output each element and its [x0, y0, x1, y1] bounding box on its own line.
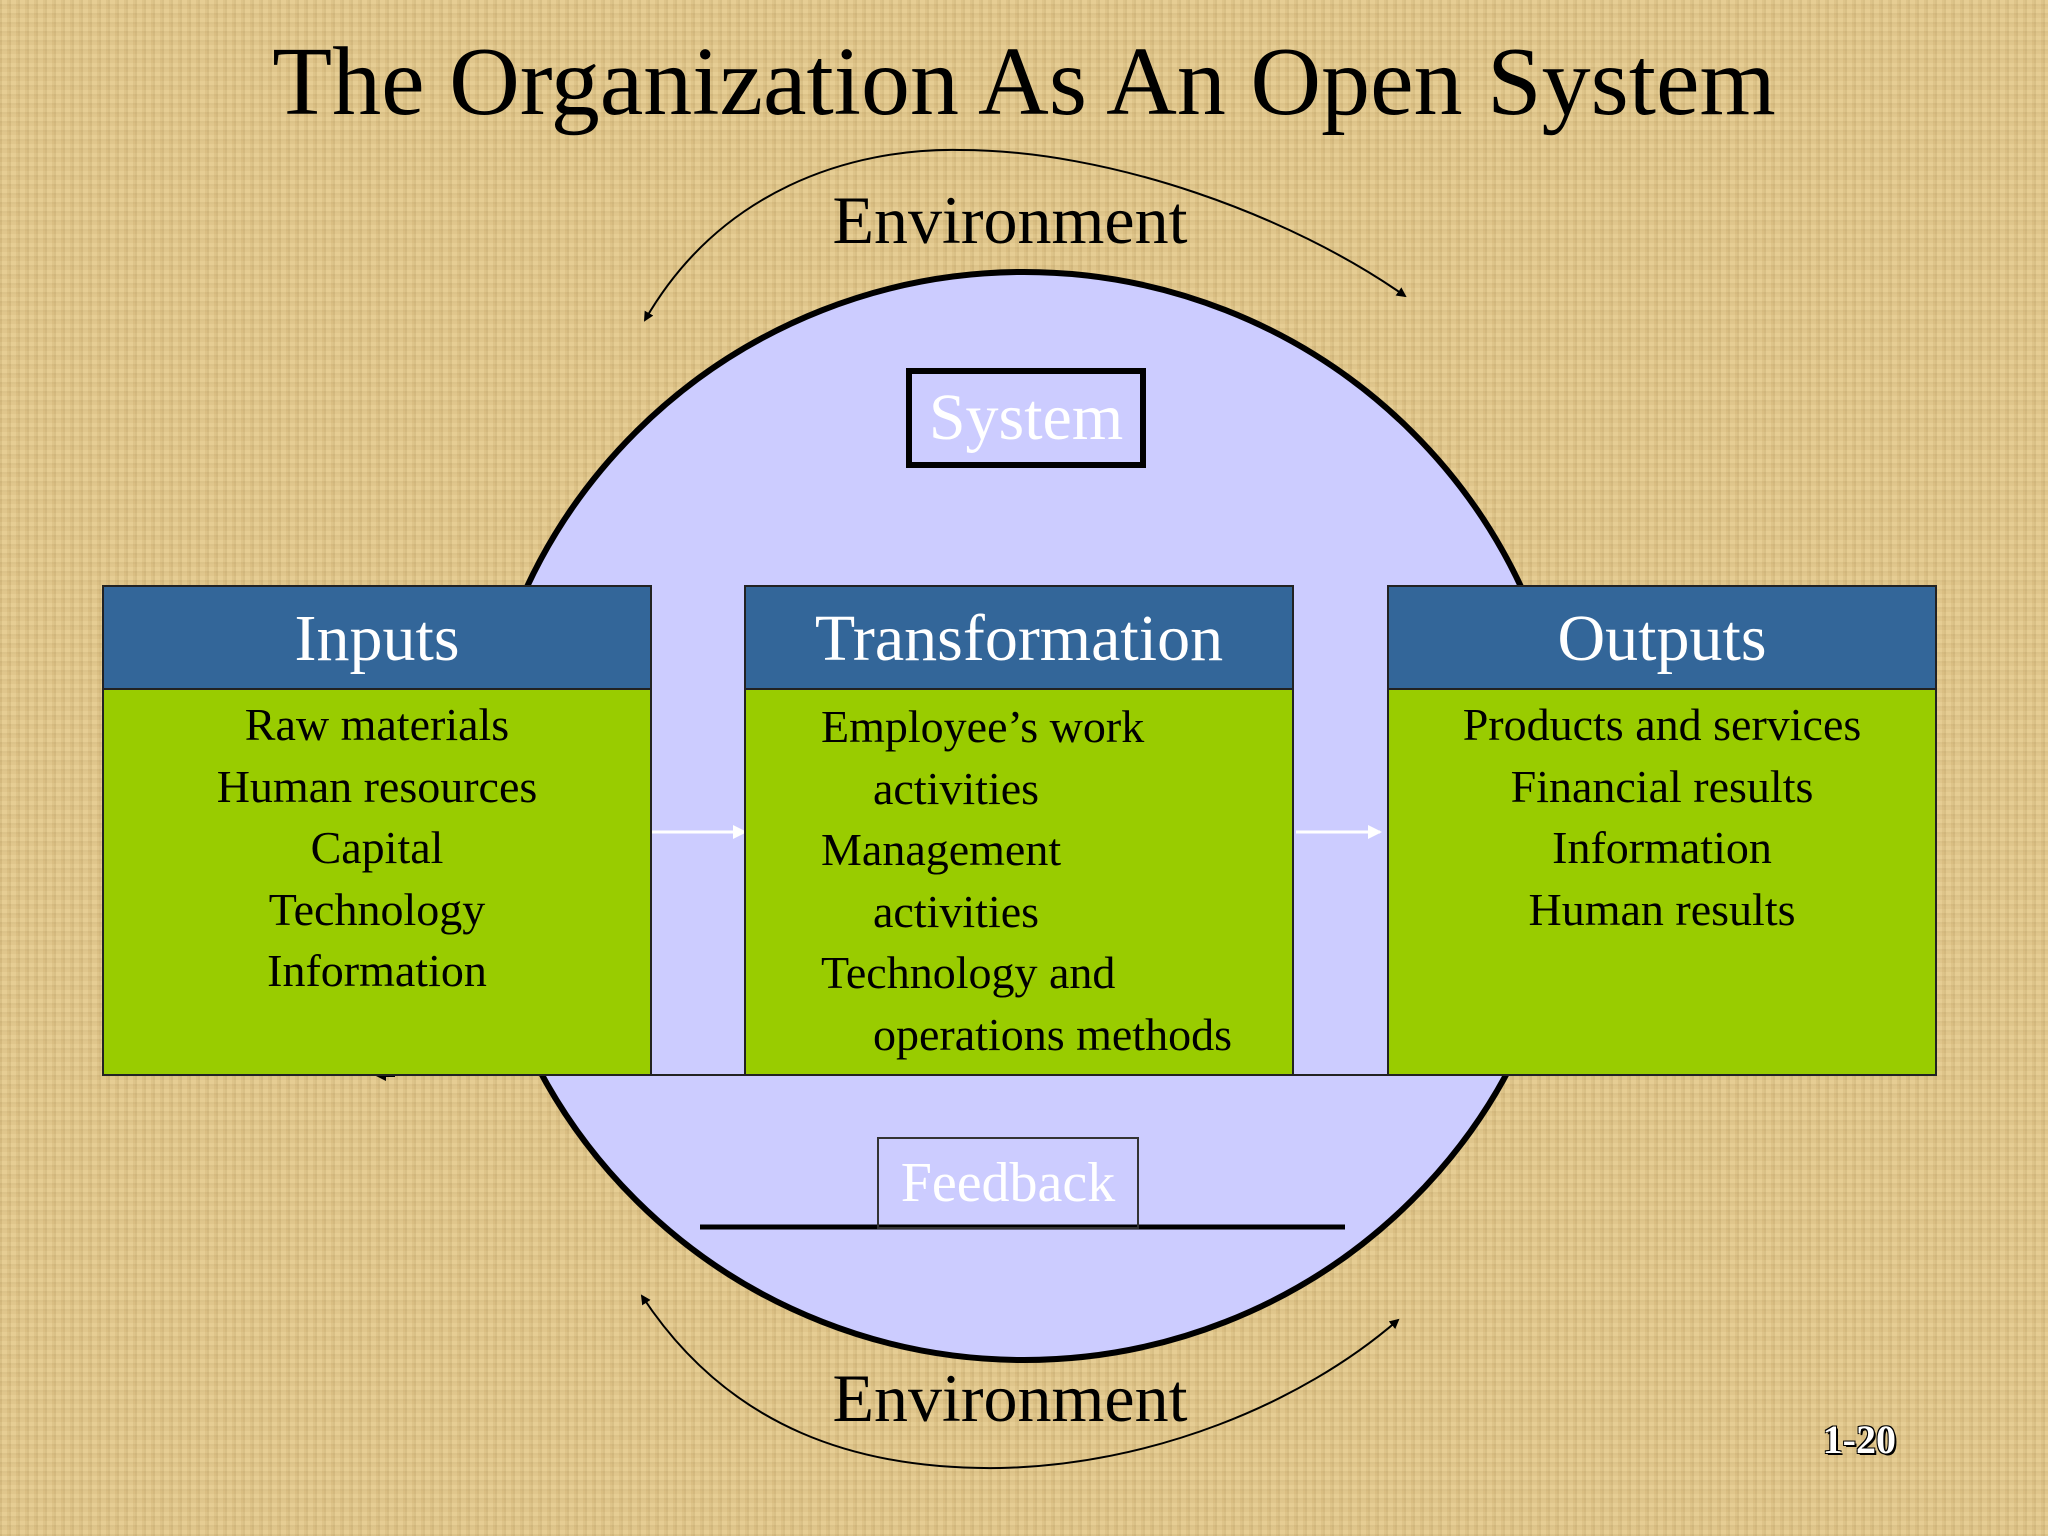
transformation-item-line: Management — [821, 824, 1062, 875]
environment-arc-bottom-right — [999, 1318, 1400, 1469]
inputs-item: Human resources — [216, 760, 538, 812]
transformation-item-line: Technology and — [821, 947, 1116, 998]
environment-arc-top-left — [643, 148, 961, 322]
environment-label-bottom: Environment — [832, 1360, 1188, 1436]
transformation-item-line: operations methods — [873, 1008, 1232, 1060]
system-label-box: System — [906, 368, 1146, 468]
inputs-item: Technology — [268, 883, 486, 935]
transformation-item: Employee’s work activities — [821, 696, 1292, 819]
transformation-heading: Transformation — [746, 587, 1292, 690]
transformation-item-line: activities — [873, 885, 1040, 937]
inputs-heading: Inputs — [104, 587, 650, 690]
outputs-panel: Outputs Products and services Financial … — [1387, 585, 1937, 1076]
inputs-item: Raw materials — [244, 699, 510, 750]
feedback-label-box: Feedback — [877, 1137, 1139, 1229]
outputs-item: Products and services — [1462, 699, 1862, 750]
inputs-item: Capital — [310, 822, 444, 873]
transformation-list: Employee’s work activities Management ac… — [746, 690, 1292, 1065]
outputs-heading: Outputs — [1389, 587, 1935, 690]
outputs-item: Information — [1552, 822, 1772, 873]
inputs-panel: Inputs Raw materials Human resources Cap… — [102, 585, 652, 1076]
page-number: 1-20 — [1822, 1417, 1896, 1462]
transformation-item-line: Employee’s work — [821, 701, 1145, 752]
outputs-item: Financial results — [1510, 760, 1814, 812]
environment-arc-bottom-left — [640, 1294, 1001, 1470]
outputs-item: Human results — [1528, 883, 1796, 935]
transformation-item-line: activities — [873, 762, 1040, 814]
outputs-list: Products and services Financial results … — [1389, 690, 1935, 940]
transformation-item: Management activities — [821, 819, 1292, 942]
inputs-item: Information — [267, 945, 487, 996]
environment-label-top: Environment — [832, 182, 1188, 258]
page-title: The Organization As An Open System — [272, 28, 1776, 136]
environment-arc-top-right — [959, 149, 1407, 298]
inputs-list: Raw materials Human resources Capital Te… — [104, 690, 650, 1002]
transformation-panel: Transformation Employee’s work activitie… — [744, 585, 1294, 1076]
transformation-item: Technology and operations methods — [821, 942, 1292, 1065]
